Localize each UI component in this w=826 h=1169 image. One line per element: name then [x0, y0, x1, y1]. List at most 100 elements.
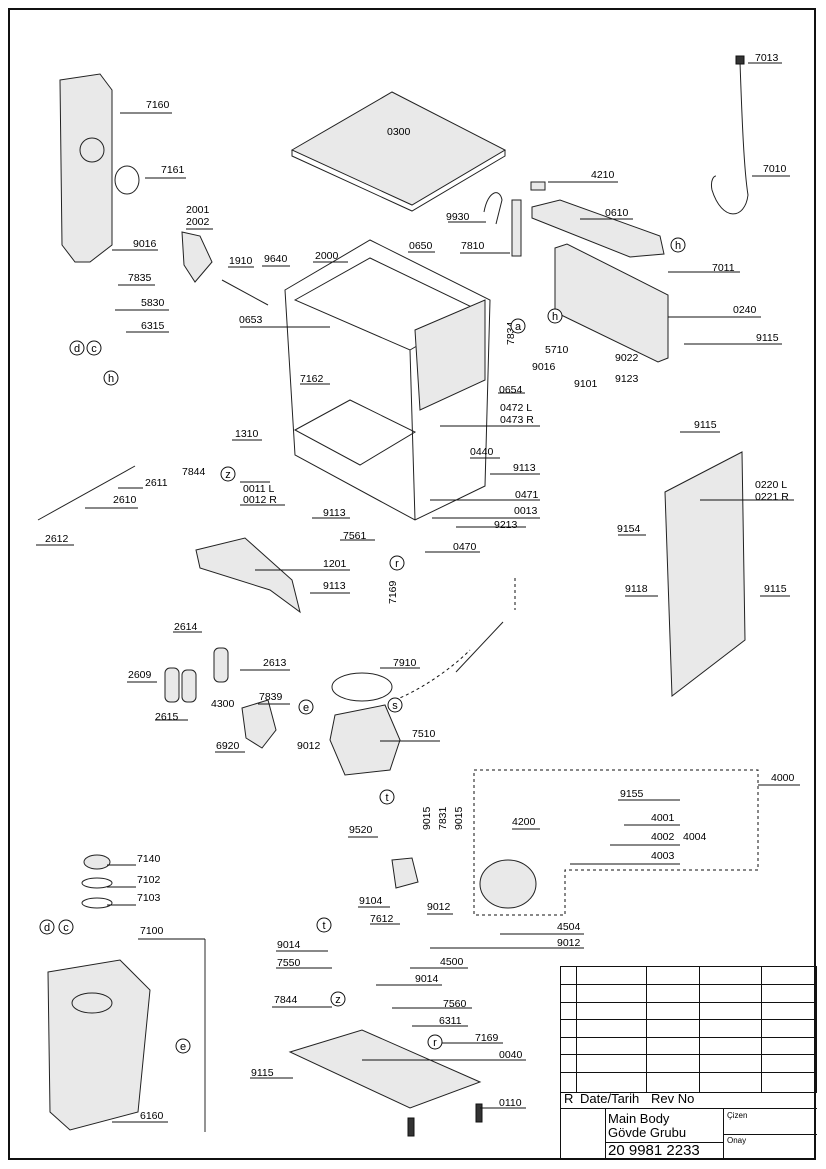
part-foot-2 [407, 1117, 415, 1137]
part-pump-body [479, 859, 537, 909]
label-9115-a: 9115 [756, 332, 779, 344]
label-7160: 7160 [146, 99, 170, 111]
label-4500: 4500 [440, 956, 464, 968]
label-9113-b: 9113 [323, 507, 346, 519]
label-9115-d: 9115 [251, 1067, 274, 1079]
label-2612: 2612 [45, 533, 69, 545]
label-7810: 7810 [461, 240, 485, 252]
label-4002: 4002 [651, 831, 675, 843]
label-7844-a: 7844 [182, 466, 206, 478]
part-rod [455, 621, 504, 673]
label-0654: 0654 [499, 384, 523, 396]
label-9104: 9104 [359, 895, 383, 907]
label-0040: 0040 [499, 1049, 523, 1061]
label-6311: 6311 [439, 1015, 462, 1027]
label-9014-b: 9014 [415, 973, 439, 985]
part-water-softener [47, 959, 151, 1131]
callout-d2: d [44, 922, 50, 934]
callout-z2: z [335, 994, 341, 1006]
label-0300: 0300 [387, 126, 411, 138]
label-7612: 7612 [370, 913, 394, 925]
callout-t1: t [385, 792, 388, 804]
label-4200: 4200 [512, 816, 536, 828]
part-pump-group-box [473, 769, 759, 916]
part-tub-floor [293, 399, 417, 466]
label-2615: 2615 [155, 711, 179, 723]
callout-d1: d [74, 343, 80, 355]
label-9012-a: 9012 [297, 740, 321, 752]
label-9016-b: 9016 [532, 361, 556, 373]
label-0011: 0011 L [243, 483, 275, 495]
title-block: R Date/Tarih Rev No Main Body Gövde Grub… [560, 966, 817, 1160]
label-0471: 0471 [515, 489, 539, 501]
label-9113-c: 9113 [323, 580, 346, 592]
label-6315: 6315 [141, 320, 165, 332]
label-0110: 0110 [499, 1097, 522, 1109]
label-7169-b: 7169 [475, 1032, 499, 1044]
label-7910: 7910 [393, 657, 417, 669]
label-7010: 7010 [763, 163, 787, 175]
callout-h3: h [552, 311, 558, 323]
label-9115-c: 9115 [764, 583, 787, 595]
label-0013: 0013 [514, 505, 538, 517]
label-4001: 4001 [651, 812, 675, 824]
label-0012: 0012 R [243, 494, 277, 506]
callout-r2: r [433, 1037, 437, 1049]
label-2609: 2609 [128, 669, 152, 681]
part-side-rail [221, 279, 269, 306]
label-2001: 2001 [186, 204, 210, 216]
label-7100: 7100 [140, 925, 164, 937]
label-1201: 1201 [323, 558, 347, 570]
callout-e2: e [180, 1041, 186, 1053]
callout-h1: h [108, 373, 114, 385]
label-4004: 4004 [683, 831, 707, 843]
part-valve [391, 857, 419, 889]
label-4000: 4000 [771, 772, 795, 784]
label-9101: 9101 [574, 378, 598, 390]
label-9113-a: 9113 [513, 462, 536, 474]
label-0650: 0650 [409, 240, 433, 252]
part-foot [475, 1103, 483, 1123]
label-7844-b: 7844 [274, 994, 298, 1006]
revision-table: R Date/Tarih Rev No [560, 966, 817, 1106]
label-0440: 0440 [470, 446, 494, 458]
drawing-title: Main Body [608, 1111, 670, 1126]
part-sump-ring [331, 672, 393, 702]
label-2610: 2610 [113, 494, 137, 506]
rev-no-column-header: Rev No [651, 1091, 695, 1106]
label-2614: 2614 [174, 621, 198, 633]
callout-z1: z [225, 469, 231, 481]
part-gasket-ring [114, 165, 140, 195]
label-0220: 0220 L [755, 479, 788, 491]
part-side-panel [664, 451, 746, 697]
callout-h2: h [675, 240, 681, 252]
label-1310: 1310 [235, 428, 259, 440]
label-0473: 0473 R [500, 414, 534, 426]
part-front-strip [531, 199, 665, 258]
label-9640: 9640 [264, 253, 288, 265]
label-7561: 7561 [343, 530, 367, 542]
label-6920: 6920 [216, 740, 240, 752]
label-2000: 2000 [315, 250, 339, 262]
part-hinge-1 [164, 667, 180, 703]
part-door-cable [37, 465, 136, 521]
label-9016-a: 9016 [133, 238, 157, 250]
label-7013: 7013 [755, 52, 779, 64]
label-0610: 0610 [605, 207, 629, 219]
part-hinge-3 [213, 647, 229, 683]
label-7161: 7161 [161, 164, 185, 176]
label-9520: 9520 [349, 824, 373, 836]
part-hinge-2 [181, 669, 197, 703]
part-sump [329, 704, 401, 776]
label-1910: 1910 [229, 255, 253, 267]
label-9123: 9123 [615, 373, 639, 385]
label-0472: 0472 L [500, 402, 533, 414]
label-0470: 0470 [453, 541, 477, 553]
drawing-number: 20 9981 2233 [608, 1142, 700, 1159]
callout-a1: a [515, 321, 522, 333]
part-side-duct [59, 73, 113, 263]
part-small-clip [530, 181, 546, 191]
label-7011: 7011 [712, 262, 735, 274]
